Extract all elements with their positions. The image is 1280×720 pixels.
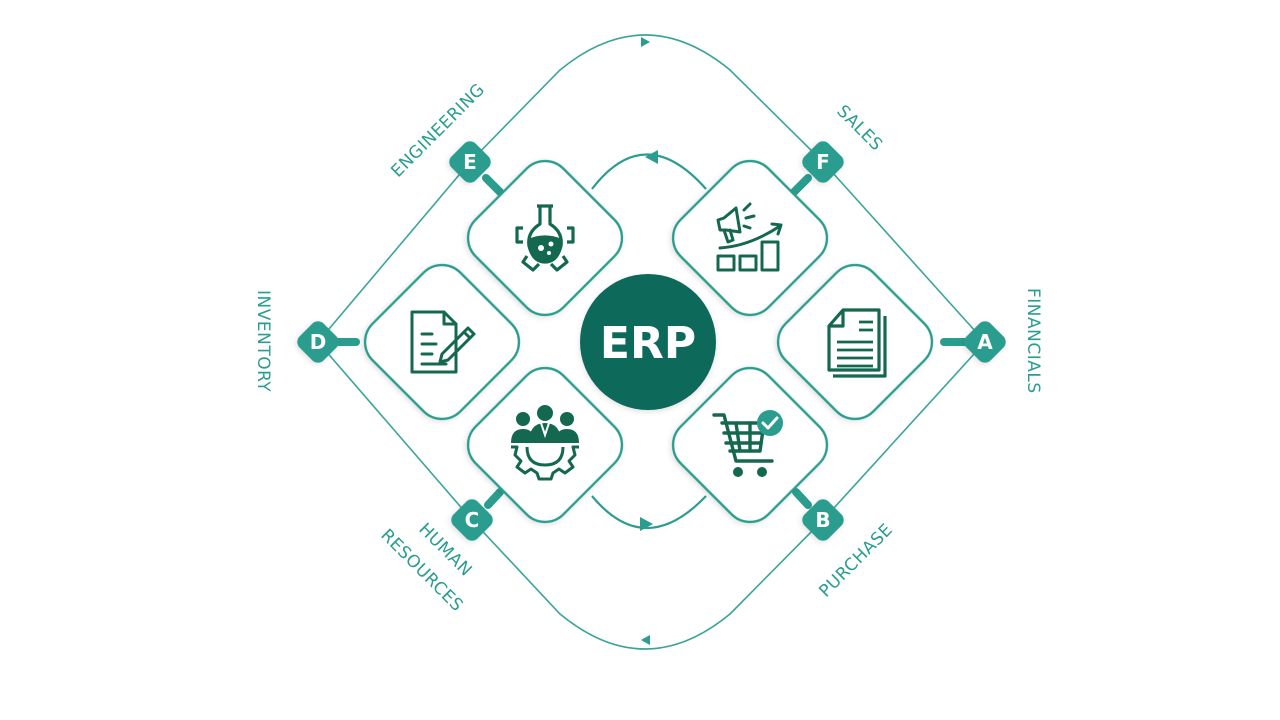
badge-f[interactable]: F	[799, 138, 847, 186]
outer-flow-path	[317, 34, 986, 650]
erp-label: ERP	[600, 318, 696, 369]
arrow-right-icon	[640, 517, 653, 531]
badge-e[interactable]: E	[446, 138, 494, 186]
arrow-left-icon	[645, 150, 658, 164]
inner-flow-arrows	[640, 150, 658, 531]
badge-d[interactable]: D	[294, 318, 342, 366]
label-sales: SALES	[832, 101, 886, 155]
arrow-left-icon	[641, 635, 650, 645]
document-edit-icon	[410, 310, 476, 374]
outer-flow-arrows	[641, 37, 650, 645]
badge-a[interactable]: A	[961, 318, 1009, 366]
label-inventory: INVENTORY	[253, 290, 273, 392]
badge-letter: A	[977, 330, 993, 354]
arrow-right-icon	[641, 37, 650, 47]
badge-letter: D	[310, 330, 327, 354]
badge-letter: F	[816, 150, 830, 174]
badge-letter: E	[463, 150, 477, 174]
shopping-cart-check-icon	[712, 410, 783, 477]
badge-b[interactable]: B	[799, 496, 847, 544]
badge-letter: B	[815, 508, 830, 532]
document-icon	[827, 308, 887, 378]
tile-human-resources[interactable]	[457, 357, 632, 532]
tile-inventory[interactable]	[354, 254, 529, 429]
badge-letter: C	[465, 508, 480, 532]
label-financials: FINANCIALS	[1023, 288, 1043, 394]
inner-flow-path	[591, 153, 707, 529]
megaphone-growth-icon	[716, 202, 783, 272]
badge-c[interactable]: C	[448, 496, 496, 544]
flask-gear-icon	[515, 204, 575, 272]
tile-sales[interactable]	[662, 150, 837, 325]
team-gear-icon	[511, 405, 579, 481]
badge-stems	[332, 174, 970, 509]
erp-center[interactable]: ERP	[580, 274, 716, 410]
